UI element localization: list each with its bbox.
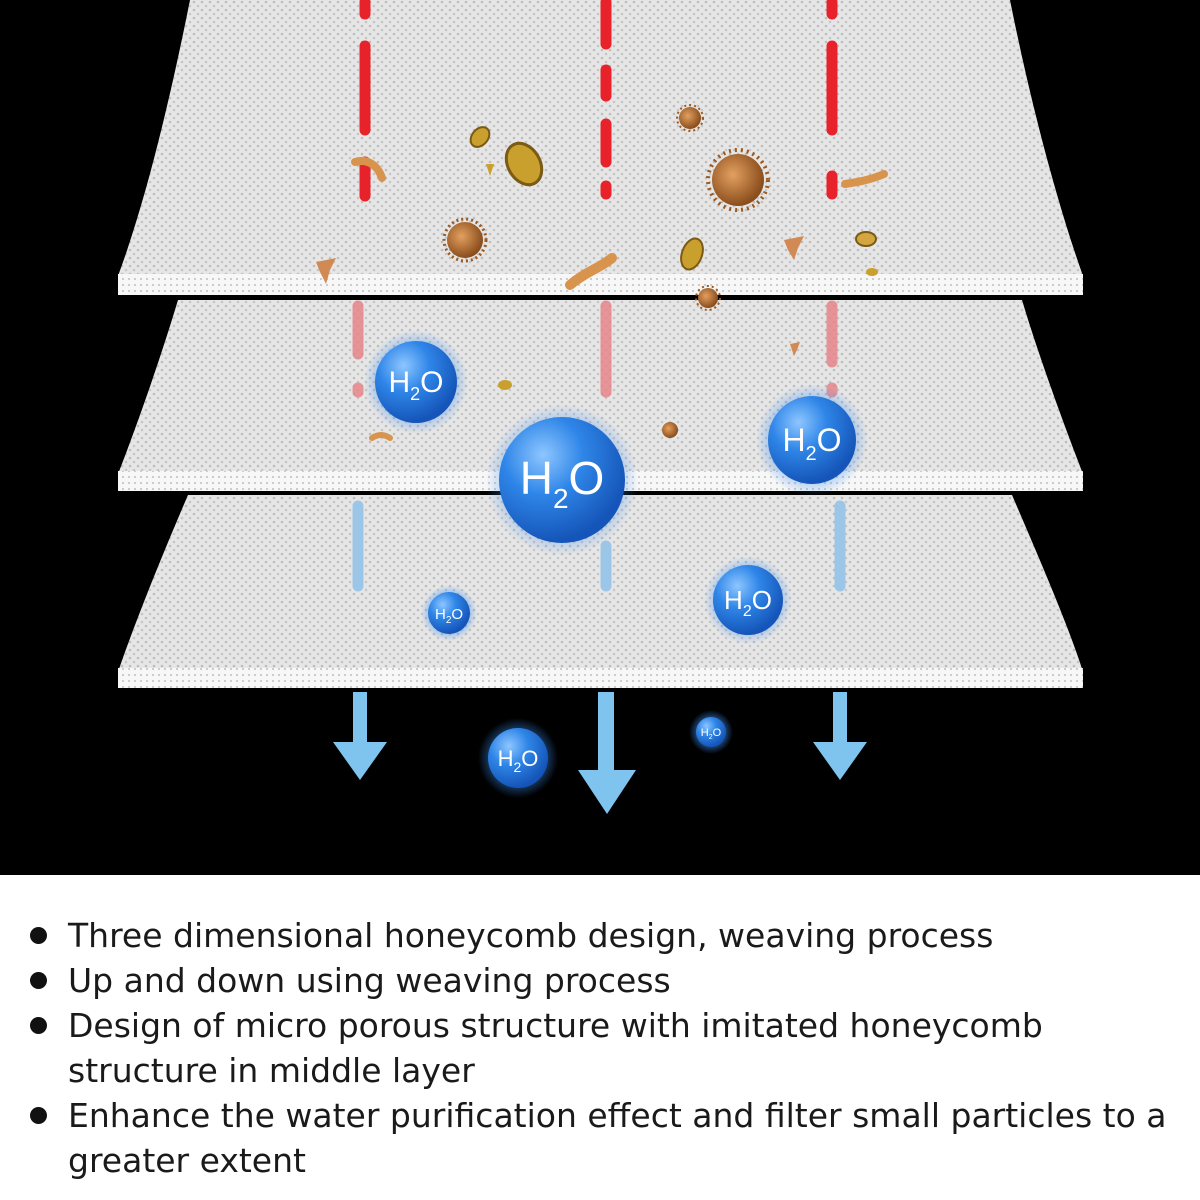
fragment-particle-icon (784, 236, 804, 260)
bullet-icon (30, 927, 47, 944)
worm-particle-icon (369, 432, 393, 441)
svg-text:H2O: H2O (435, 606, 463, 626)
fragment-particle-icon (316, 258, 336, 284)
feature-list-panel: Three dimensional honeycomb design, weav… (0, 875, 1200, 1200)
water-molecule-icon: H2O (486, 404, 638, 556)
seed-particle-icon (504, 141, 544, 187)
output-arrows (333, 692, 867, 814)
water-molecule-icon: H2O (689, 710, 733, 754)
seed-particle-icon (866, 268, 878, 276)
urchin-particle-icon (662, 422, 678, 438)
worm-particle-icon (565, 253, 617, 290)
feature-text: Three dimensional honeycomb design, weav… (68, 916, 994, 955)
seed-particle-icon (469, 126, 491, 148)
arrow-down-icon-center (578, 692, 636, 814)
particles (316, 104, 888, 441)
arrow-down-icon-right (813, 692, 867, 780)
bullet-icon (30, 1017, 47, 1034)
fragment-particle-icon (790, 342, 800, 356)
urchin-particle-icon (442, 217, 488, 263)
arrow-down-icon-left (333, 692, 387, 780)
worm-particle-icon (841, 170, 888, 188)
feature-bullet-item: Enhance the water purification effect an… (30, 1093, 1180, 1183)
seed-particle-icon (498, 380, 512, 390)
svg-text:H2O: H2O (782, 422, 841, 465)
seed-particle-icon (855, 231, 877, 247)
bullet-icon (30, 972, 47, 989)
svg-text:H2O: H2O (701, 727, 722, 741)
water-molecules: H2O H2O H2O H2O H2O H2O (364, 330, 868, 798)
water-flow-lines (352, 500, 846, 592)
feature-text: Design of micro porous structure with im… (68, 1006, 1043, 1090)
bullet-icon (30, 1107, 47, 1124)
water-molecule-icon: H2O (756, 384, 868, 496)
seed-particle-icon (680, 237, 704, 271)
blocked-flow-lines (359, 0, 838, 202)
filter-diagram-svg: H2O H2O H2O H2O H2O H2O (118, 0, 1083, 814)
water-molecule-icon: H2O (364, 330, 468, 434)
water-molecule-icon: H2O (478, 718, 558, 798)
urchin-particle-icon (695, 285, 721, 311)
feature-text: Up and down using weaving process (68, 961, 671, 1000)
svg-text:H2O: H2O (724, 585, 772, 620)
feature-bullet-item: Three dimensional honeycomb design, weav… (30, 913, 1180, 958)
worm-particle-icon (351, 157, 386, 182)
feature-bullet-list: Three dimensional honeycomb design, weav… (0, 875, 1200, 1183)
feature-bullet-item: Up and down using weaving process (30, 958, 1180, 1003)
feature-bullet-item: Design of micro porous structure with im… (30, 1003, 1180, 1093)
filter-layers-diagram: H2O H2O H2O H2O H2O H2O (0, 0, 1200, 875)
fragment-particle-icon (486, 164, 494, 176)
water-molecule-icon: H2O (704, 556, 792, 644)
urchin-particle-icon (706, 148, 770, 212)
water-molecule-icon: H2O (421, 585, 477, 641)
urchin-particle-icon (676, 104, 704, 132)
feature-text: Enhance the water purification effect an… (68, 1096, 1167, 1180)
svg-text:H2O: H2O (498, 746, 539, 775)
svg-text:H2O: H2O (520, 452, 605, 514)
svg-text:H2O: H2O (388, 366, 443, 404)
